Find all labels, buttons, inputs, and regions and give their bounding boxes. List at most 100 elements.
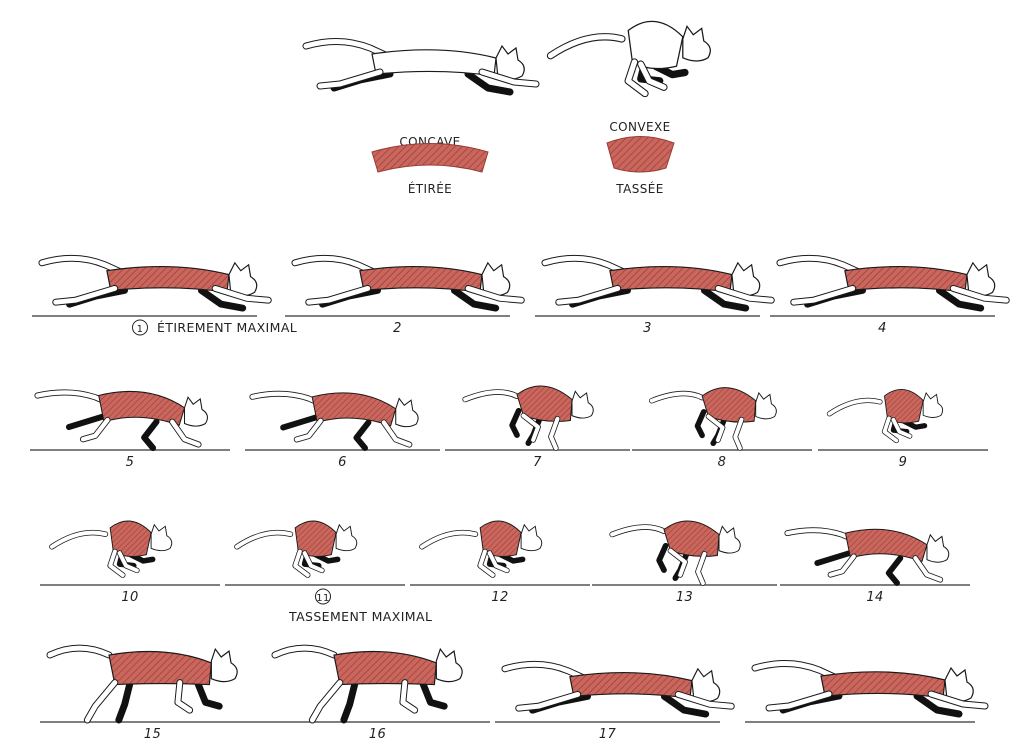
frame-14-cat-back-leg-near (828, 554, 856, 577)
frame-15-cat-body (108, 650, 212, 686)
demo-cat-gathered-back-leg-near (625, 59, 648, 97)
frame-6-cat-front-leg-far (353, 419, 372, 451)
frame-2-cat-body (359, 265, 483, 294)
frame-13-cat-figure (609, 520, 741, 586)
frame-number: 10 (121, 590, 138, 605)
frame-16-cat-head (435, 647, 463, 683)
frame-14-cat-front-leg-far (885, 555, 904, 586)
frame-17-cat-front-leg-far (660, 692, 710, 718)
demo-cat-stretched-front-leg-near (479, 69, 539, 87)
frame-5-cat-back-leg-near (80, 417, 110, 442)
frame-number: 13 (676, 590, 693, 605)
demo-cat-stretched-front-leg-far (464, 70, 514, 96)
frame-10-cat-back-leg-near (108, 549, 125, 578)
frame-5-cat-figure (34, 389, 208, 452)
frame-13: 13 (592, 520, 777, 605)
frame-12-cat-tail (419, 530, 478, 549)
frame-11-cat-figure (234, 520, 358, 578)
demo-cats (302, 20, 711, 98)
frame-17-cat-tail (502, 661, 593, 684)
frame-4-cat-front-leg-far (935, 286, 985, 312)
frame-3: 3 (535, 254, 775, 336)
frame-6-cat-figure (249, 390, 419, 451)
frame-7-cat-figure (462, 385, 594, 451)
frame-16-cat-tail (272, 645, 337, 658)
frame-number: 14 (866, 590, 883, 605)
frame-16-cat-back-leg-near (309, 680, 343, 723)
frame-7-cat-back-leg-near (521, 413, 541, 442)
frame-14-cat-figure (784, 527, 950, 586)
frame-10-cat-tail (49, 530, 108, 549)
frame-17: 17 (495, 660, 735, 742)
frame-8-cat-back-leg-near (706, 414, 725, 443)
frame-3-cat-body (609, 265, 733, 294)
legend-concave-shape (371, 143, 489, 173)
frame-x17-cat-body (820, 671, 946, 699)
frame-caption: TASSEMENT MAXIMAL (288, 609, 432, 624)
frame-5-cat-tail (35, 390, 110, 405)
legend-convex-top-label: CONVEXE (609, 120, 670, 134)
frame-11-cat-head (335, 523, 358, 552)
frame-6-cat-back-leg-near (294, 418, 323, 442)
frame-11-cat-back-leg-near (293, 549, 310, 578)
frame-number: 1 (137, 324, 144, 335)
frame-1-cat-back-leg-near (53, 285, 118, 305)
frame-11-cat-front-leg-near (302, 551, 324, 573)
frame-4-cat-back-leg-near (791, 285, 856, 305)
demo-cat-gathered-tail (547, 34, 625, 59)
frame-15-cat-back-leg-far (115, 677, 135, 724)
frame-number: 2 (393, 321, 402, 336)
frame-9-cat-figure (826, 389, 944, 444)
frame-number: 11 (316, 593, 330, 604)
frame-8-cat-body (701, 387, 757, 423)
demo-cat-gathered-front-leg-near (638, 61, 667, 90)
frame-12: 12 (410, 520, 590, 605)
frame-8-cat-tail (649, 391, 705, 403)
frame-14-cat-front-leg-near (913, 555, 943, 582)
frame-13-cat-head (718, 525, 741, 554)
demo-cat-stretched-body (371, 49, 497, 77)
frame-14-cat-head (926, 533, 950, 563)
frame-5: 5 (30, 389, 230, 470)
frame-5-cat-front-leg-near (170, 419, 201, 447)
frame-16-cat-front-leg-far (419, 679, 448, 710)
frame-5-cat-front-leg-far (141, 418, 160, 452)
frame-2-cat-front-leg-far (450, 286, 500, 312)
frame-9: 9 (818, 389, 988, 470)
frame-8-cat-figure (648, 387, 777, 451)
frame-16-cat-body (333, 650, 437, 686)
frame-2: 2 (285, 254, 525, 336)
frame-6: 6 (245, 390, 440, 470)
frame-13-cat-body (663, 520, 720, 557)
frame-6-cat-body (311, 392, 397, 427)
frame-8-cat-back-leg-far (694, 409, 707, 439)
frame-7-cat-tail (463, 390, 520, 402)
frame-4-cat-figure (776, 254, 1010, 312)
frame-15: 15 (40, 644, 265, 742)
frame-17-cat-front-leg-near (675, 691, 734, 709)
frame-7: 7 (445, 385, 630, 470)
legend-convex-shape (606, 136, 675, 173)
frame-12-cat-figure (419, 520, 543, 578)
frame-2-cat-figure (291, 254, 525, 312)
frame-number: 3 (643, 321, 652, 336)
frame-13-cat-back-leg-near (668, 548, 688, 577)
frame-17-cat-figure (501, 660, 735, 718)
frame-1-cat-figure (38, 254, 272, 312)
frame-number: 16 (369, 727, 386, 742)
frame-1-cat-body (106, 265, 230, 294)
frame-number: 9 (899, 455, 908, 470)
frame-number: 7 (533, 455, 542, 470)
frame-number: 4 (878, 321, 887, 336)
frame-9-cat-head (922, 392, 944, 418)
frame-11-cat-tail (234, 530, 293, 549)
frame-2-cat-back-leg-near (306, 285, 371, 305)
frame-16-cat-front-leg-near (400, 680, 418, 713)
legend-concave-bottom-label: ÉTIRÉE (408, 181, 452, 196)
frame-number: 8 (718, 455, 727, 470)
frame-2-cat-tail (292, 255, 383, 278)
frame-8: 8 (632, 387, 812, 470)
